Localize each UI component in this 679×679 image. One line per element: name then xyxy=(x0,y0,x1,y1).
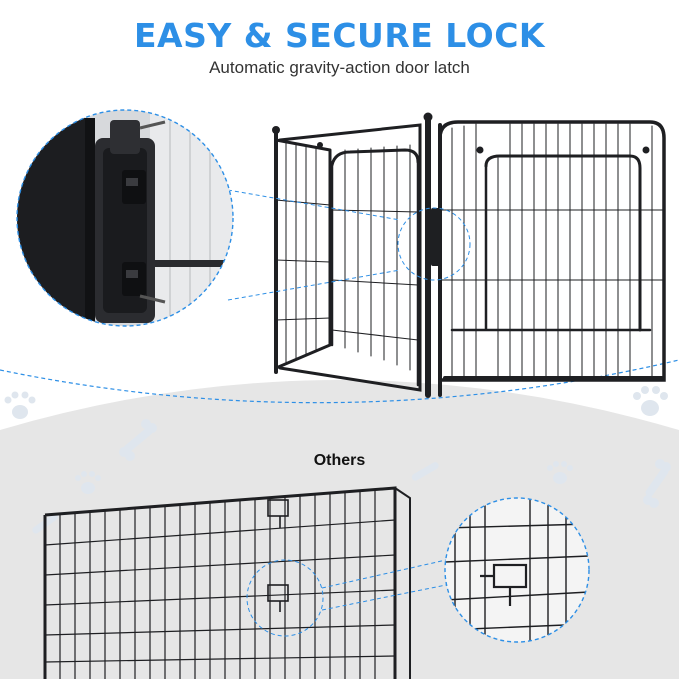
paw-print-icon xyxy=(4,391,36,419)
wire-latch-closeup xyxy=(445,498,589,642)
post-knob xyxy=(272,112,650,154)
headline: EASY & SECURE LOCK xyxy=(134,16,545,55)
subheadline: Automatic gravity-action door latch xyxy=(209,58,470,77)
paw-print-icon xyxy=(75,471,101,494)
playpen-top xyxy=(274,115,666,398)
latch-small xyxy=(431,208,441,266)
wire-fence-latch xyxy=(267,499,289,612)
wire-fence-others xyxy=(43,486,411,679)
bone-icon xyxy=(643,459,671,508)
bone-icon xyxy=(119,419,157,461)
paw-print-icon xyxy=(633,386,668,416)
paw-print-icon xyxy=(547,461,573,484)
bone-icon xyxy=(411,462,439,481)
others-label: Others xyxy=(313,452,366,469)
latch-closeup xyxy=(17,110,233,326)
